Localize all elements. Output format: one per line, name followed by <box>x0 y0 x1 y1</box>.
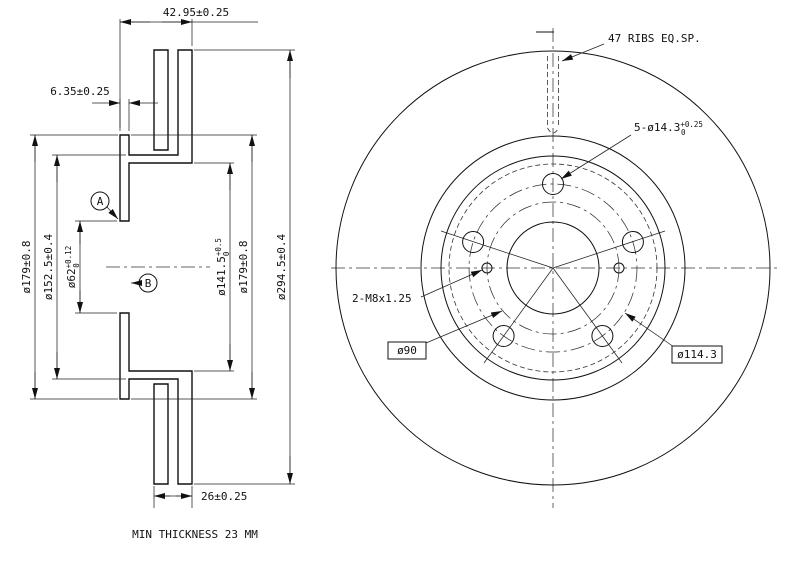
dim-flange-thickness-label: 6.35±0.25 <box>50 85 110 98</box>
m8-hole <box>613 262 625 274</box>
balloon-a-label: A <box>97 195 104 208</box>
dim-d141-label: ø141.5+0.50 <box>214 238 231 296</box>
m8-bolt-circle <box>486 201 620 335</box>
label-studs-main: 5-ø14.3 <box>634 121 680 134</box>
section-outline-upper <box>119 49 193 222</box>
stud-hole <box>542 173 564 195</box>
rib-hidden-outline <box>547 56 559 134</box>
m8-holes <box>481 262 625 274</box>
dim-d179-right-label: ø179±0.8 <box>237 241 250 294</box>
dim-bore-diameter: ø62+0.120 <box>64 220 117 314</box>
stud-hole <box>591 325 614 347</box>
dim-hat-flange-diameter-right: ø179±0.8 <box>131 134 257 400</box>
dim-hat-inner-diameter: ø141.5+0.50 <box>194 162 234 372</box>
hat-circle <box>440 155 666 381</box>
label-d114: ø114.3 <box>624 312 723 364</box>
stud-hole <box>462 231 485 253</box>
hat-inner-circle-hidden <box>448 163 658 373</box>
label-ribs: 47 RIBS EQ.SP. <box>561 32 701 62</box>
label-studs-sub: 0 <box>681 128 686 137</box>
label-studs-sup: +0.25 <box>680 120 703 129</box>
section-view: 42.95±0.25 6.35±0.25 ø179±0.8 ø152.5 <box>20 6 295 541</box>
dim-d141-main: ø141.5 <box>215 256 228 296</box>
dim-thickness-label: 26±0.25 <box>201 490 247 503</box>
stud-holes <box>462 173 644 347</box>
min-thickness-note: MIN THICKNESS 23 MM <box>132 528 258 541</box>
radial-centerlines <box>440 230 666 364</box>
dim-d62-main: ø62 <box>65 268 78 288</box>
dim-d141-sup: +0.5 <box>214 238 223 256</box>
dim-d152-label: ø152.5±0.4 <box>42 234 55 301</box>
dim-d62-sup: +0.12 <box>64 246 73 269</box>
dim-overall-width: 42.95±0.25 <box>119 6 258 128</box>
dim-hat-flange-diameter-left: ø179±0.8 <box>20 134 118 400</box>
label-m8: 2-M8x1.25 <box>352 269 483 305</box>
label-d90-text: ø90 <box>397 344 417 357</box>
balloon-b-label: B <box>145 277 152 290</box>
dim-d62-label: ø62+0.120 <box>64 246 81 288</box>
label-ribs-text: 47 RIBS EQ.SP. <box>608 32 701 45</box>
flange-circle <box>420 135 686 401</box>
dim-flange-thickness: 6.35±0.25 <box>50 85 158 131</box>
stud-hole <box>492 325 515 347</box>
dim-disc-thickness: 26±0.25 <box>153 486 247 508</box>
dim-overall-width-label: 42.95±0.25 <box>163 6 229 19</box>
label-m8-text: 2-M8x1.25 <box>352 292 412 305</box>
inboard-plate-upper <box>153 49 169 151</box>
bore-circle <box>506 221 600 315</box>
inboard-plate-lower <box>153 383 169 485</box>
dim-d141-sub: 0 <box>222 251 231 256</box>
label-d90: ø90 <box>387 310 503 360</box>
balloon-b: B <box>131 273 158 293</box>
dim-hat-outer-diameter: ø152.5±0.4 <box>42 154 126 380</box>
label-d114-box <box>671 345 723 364</box>
dim-d179-left-label: ø179±0.8 <box>20 241 33 294</box>
outer-circle <box>335 50 771 486</box>
dim-d62-sub: 0 <box>72 263 81 268</box>
balloon-a: A <box>90 191 119 220</box>
dim-outer-diameter: ø294.5±0.4 <box>194 49 295 485</box>
m8-hole <box>481 262 493 274</box>
dim-d294-label: ø294.5±0.4 <box>275 234 288 301</box>
section-outline-lower <box>119 312 193 485</box>
label-d114-text: ø114.3 <box>677 348 717 361</box>
label-d90-box <box>387 341 427 360</box>
stud-hole <box>621 231 644 253</box>
stud-bolt-circle <box>468 183 638 353</box>
